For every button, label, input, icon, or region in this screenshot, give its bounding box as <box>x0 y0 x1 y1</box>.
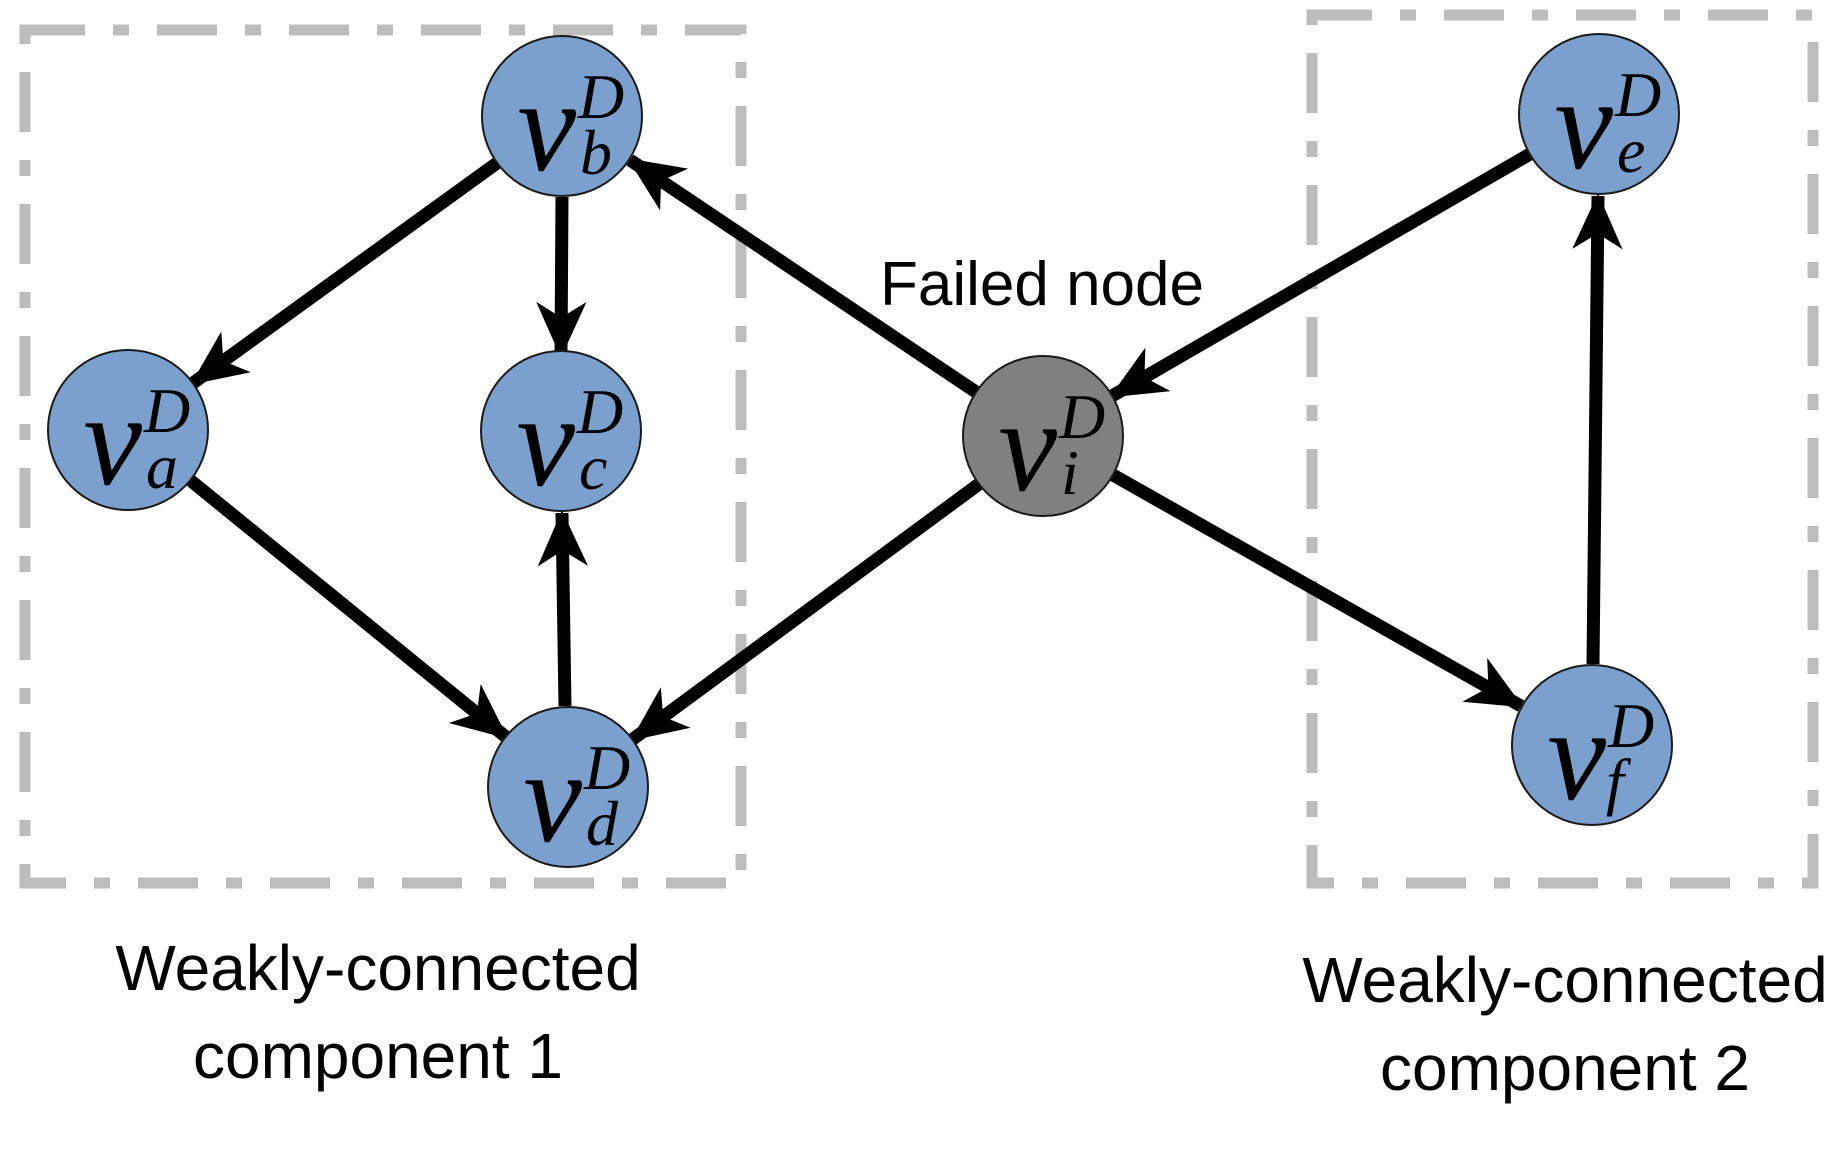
failed-node-label: Failed node <box>880 250 1204 319</box>
node-vc-base: v <box>516 367 575 514</box>
edge-vd-vc <box>537 510 588 707</box>
edge-vb-vc <box>536 196 587 358</box>
node-vc-circle <box>480 350 642 512</box>
edges <box>185 148 1623 745</box>
node-vd-base: v <box>523 723 582 870</box>
node-ve: v D e <box>1518 33 1680 197</box>
node-vi-base: v <box>998 372 1057 519</box>
node-va: v D a <box>47 349 209 513</box>
node-vc-sub: c <box>579 432 607 503</box>
component2-label-line2: component 2 <box>1380 1032 1750 1104</box>
node-vi-sub: i <box>1061 437 1079 508</box>
edge-vf-ve <box>1572 193 1623 665</box>
node-ve-circle <box>1518 33 1680 195</box>
component2-label: Weakly-connected component 2 <box>1302 944 1827 1104</box>
node-vi-circle <box>962 355 1124 517</box>
component2-box <box>1306 9 1819 889</box>
node-vi-failed: v D i <box>962 355 1124 519</box>
node-vc-sup: D <box>576 376 623 447</box>
node-vi-sup: D <box>1058 381 1105 452</box>
edge-vi-vd <box>629 478 983 745</box>
component1-label: Weakly-connected component 1 <box>115 932 640 1092</box>
edge-va-vd <box>185 474 511 743</box>
edge-vb-va <box>189 157 501 389</box>
edge-ve-vi <box>1108 148 1534 402</box>
component1-label-line2: component 1 <box>193 1020 563 1092</box>
node-vb-base: v <box>517 52 576 199</box>
node-ve-sub: e <box>1617 115 1645 186</box>
node-ve-sup: D <box>1614 59 1661 130</box>
node-vd-circle <box>487 706 649 868</box>
component1-label-line1: Weakly-connected <box>115 932 640 1004</box>
node-va-circle <box>47 349 209 511</box>
node-vf-sup: D <box>1607 690 1654 761</box>
node-vf-circle <box>1511 664 1673 826</box>
node-vd: v D d <box>487 706 649 870</box>
edge-vi-vf <box>1109 469 1525 712</box>
node-vb-sub: b <box>580 117 612 188</box>
node-vb-sup: D <box>577 61 624 132</box>
node-vd-sup: D <box>583 732 630 803</box>
node-va-base: v <box>83 366 142 513</box>
component1-box <box>19 24 747 889</box>
node-vb-circle <box>481 35 643 197</box>
node-vf: v D f <box>1511 664 1673 828</box>
node-vc: v D c <box>480 350 642 514</box>
node-va-sup: D <box>143 375 190 446</box>
node-vd-sub: d <box>586 788 619 859</box>
node-vf-base: v <box>1547 681 1606 828</box>
node-va-sub: a <box>146 431 178 502</box>
node-vb: v D b <box>481 35 643 199</box>
node-ve-base: v <box>1554 50 1613 197</box>
edge-vi-vb <box>626 154 980 398</box>
component2-label-line1: Weakly-connected <box>1302 944 1827 1016</box>
